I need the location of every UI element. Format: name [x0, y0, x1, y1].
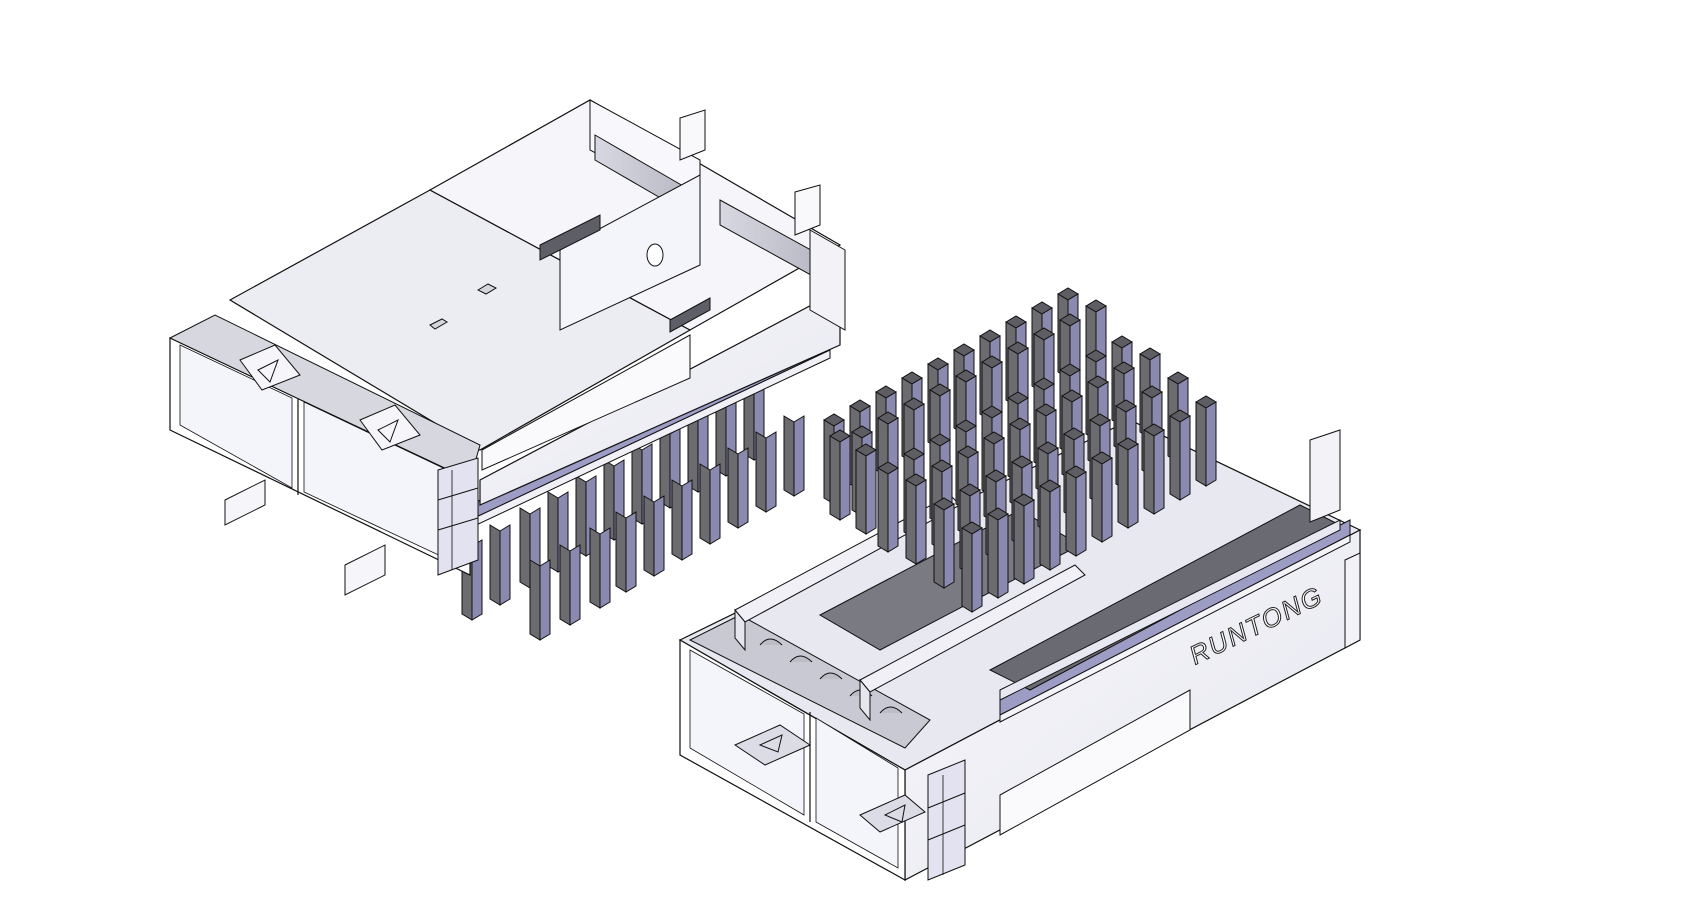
right-cage: RUNTONG [678, 287, 1362, 882]
left-cage [168, 99, 846, 641]
